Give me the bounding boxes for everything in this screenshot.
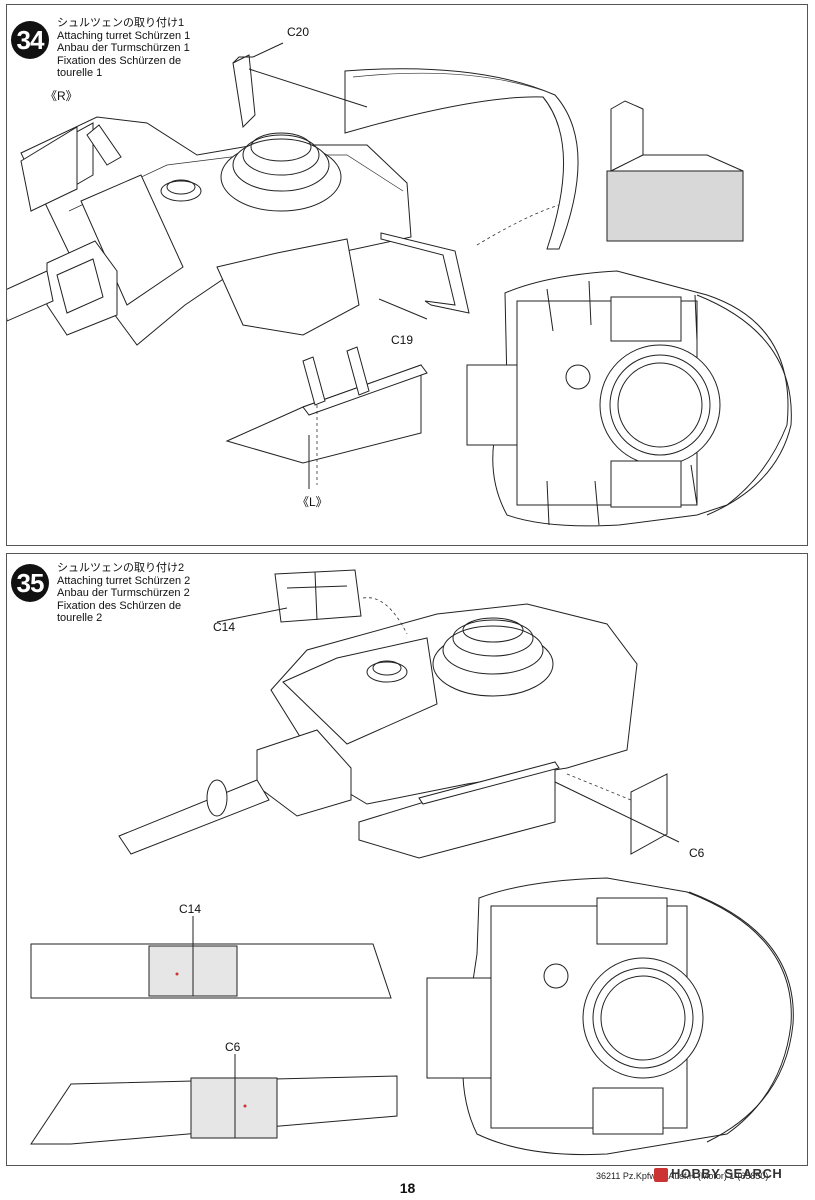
product-code: 36211 Pz.Kpfw.IV Ausf.H (Motor) 1-(65850…	[596, 1171, 769, 1181]
step-title: シュルツェンの取り付け1 Attaching turret Schürzen 1…	[57, 17, 190, 80]
title-french-2: tourelle 2	[57, 612, 103, 624]
step-number-badge: 34	[11, 21, 49, 59]
step-number-badge: 35	[11, 564, 49, 602]
part-label-c19: C19	[391, 333, 414, 347]
step-34-illustration	[7, 42, 792, 527]
step-35-panel: 35 シュルツェンの取り付け2 Attaching turret Schürze…	[6, 553, 808, 1166]
title-japanese: シュルツェンの取り付け2	[57, 562, 185, 574]
step-35-illustration	[30, 569, 794, 1156]
title-german: Anbau der Turmschürzen 2	[57, 587, 190, 599]
hobby-search-logo-icon	[654, 1167, 668, 1182]
step-34-panel: 34 シュルツェンの取り付け1 Attaching turret Schürze…	[6, 4, 808, 546]
part-label-c6-detail: C6	[225, 1040, 241, 1054]
watermark: HOBBY SEARCH	[654, 1166, 782, 1182]
step-title: シュルツェンの取り付け2 Attaching turret Schürzen 2…	[57, 562, 190, 625]
part-label-right: 《R》	[45, 89, 78, 103]
title-english: Attaching turret Schürzen 1	[57, 29, 191, 42]
part-label-c20: C20	[287, 25, 310, 39]
watermark-text: HOBBY SEARCH	[671, 1166, 783, 1181]
part-label-c14-detail: C14	[179, 902, 202, 916]
title-english: Attaching turret Schürzen 2	[57, 574, 191, 587]
title-french: Fixation des Schürzen de	[57, 599, 182, 612]
part-label-c14: C14	[213, 620, 236, 634]
title-french-2: tourelle 1	[57, 67, 103, 79]
title-french: Fixation des Schürzen de	[57, 54, 182, 67]
part-label-c6: C6	[689, 846, 705, 860]
part-label-left: 《L》	[297, 495, 328, 509]
title-german: Anbau der Turmschürzen 1	[57, 42, 190, 54]
title-japanese: シュルツェンの取り付け1	[57, 17, 185, 29]
page-number: 18	[399, 1180, 416, 1196]
